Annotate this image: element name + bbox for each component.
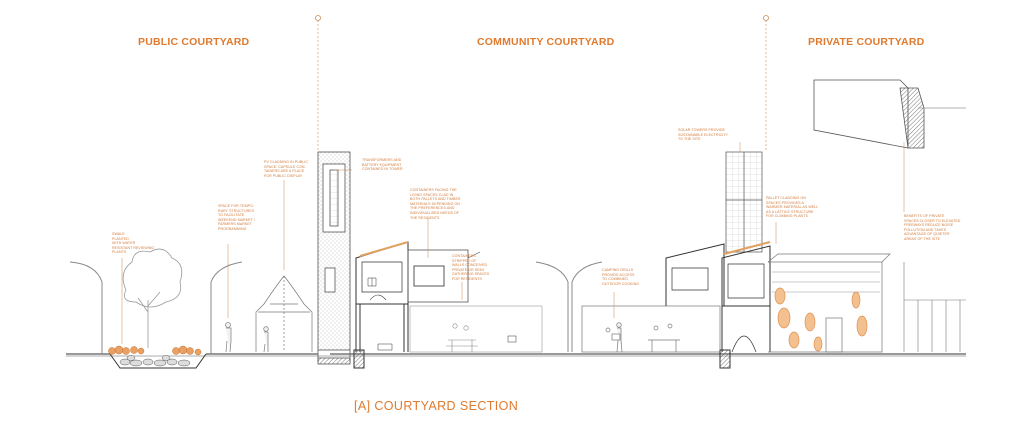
heading-private-courtyard: PRIVATE COURTYARD (808, 36, 925, 48)
community-container-stack (353, 241, 409, 369)
swale-plants (108, 345, 202, 356)
pv-tower (317, 151, 351, 365)
tower-axis-marker-left (315, 15, 321, 21)
community-long-container (407, 249, 543, 353)
container-timber-roof (359, 241, 409, 257)
tower-axis-marker-right (763, 15, 769, 21)
private-house (767, 253, 891, 353)
market-tent (255, 275, 313, 352)
ground-line (66, 353, 966, 369)
drawing-caption: [A] COURTYARD SECTION (354, 399, 519, 413)
people (225, 322, 623, 353)
heading-community-courtyard: COMMUNITY COURTYARD (477, 36, 615, 48)
solar-tower (725, 151, 763, 253)
fence (903, 262, 966, 352)
private-timber-roof (723, 241, 771, 255)
heading-public-courtyard: PUBLIC COURTYARD (138, 36, 250, 48)
picnic-group (446, 323, 478, 352)
community-open-container (581, 305, 721, 353)
street-lamps (69, 261, 603, 354)
public-tree (122, 248, 183, 348)
private-container-stack (665, 243, 771, 369)
climbing-plants (774, 287, 868, 352)
elevated-freeway (813, 79, 966, 149)
swale-stones (119, 355, 191, 367)
annotation-leaders (121, 142, 905, 344)
